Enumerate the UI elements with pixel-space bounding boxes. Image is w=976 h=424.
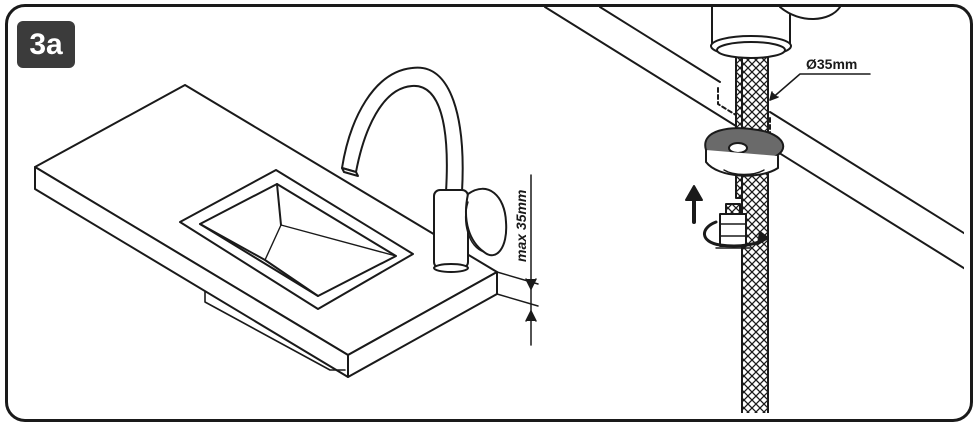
step-badge: 3a <box>17 21 75 68</box>
thickness-dimension <box>496 174 539 346</box>
diameter-leader <box>769 73 871 101</box>
hole-diameter-label: Ø35mm <box>806 56 857 72</box>
horseshoe-washer <box>704 127 785 177</box>
faucet <box>341 66 508 273</box>
max-thickness-label: max 35mm <box>513 190 529 262</box>
sink-basin <box>179 169 414 371</box>
up-arrow-icon <box>685 185 703 224</box>
faucet-base <box>710 7 841 59</box>
rotate-arrow-icon <box>703 220 769 248</box>
